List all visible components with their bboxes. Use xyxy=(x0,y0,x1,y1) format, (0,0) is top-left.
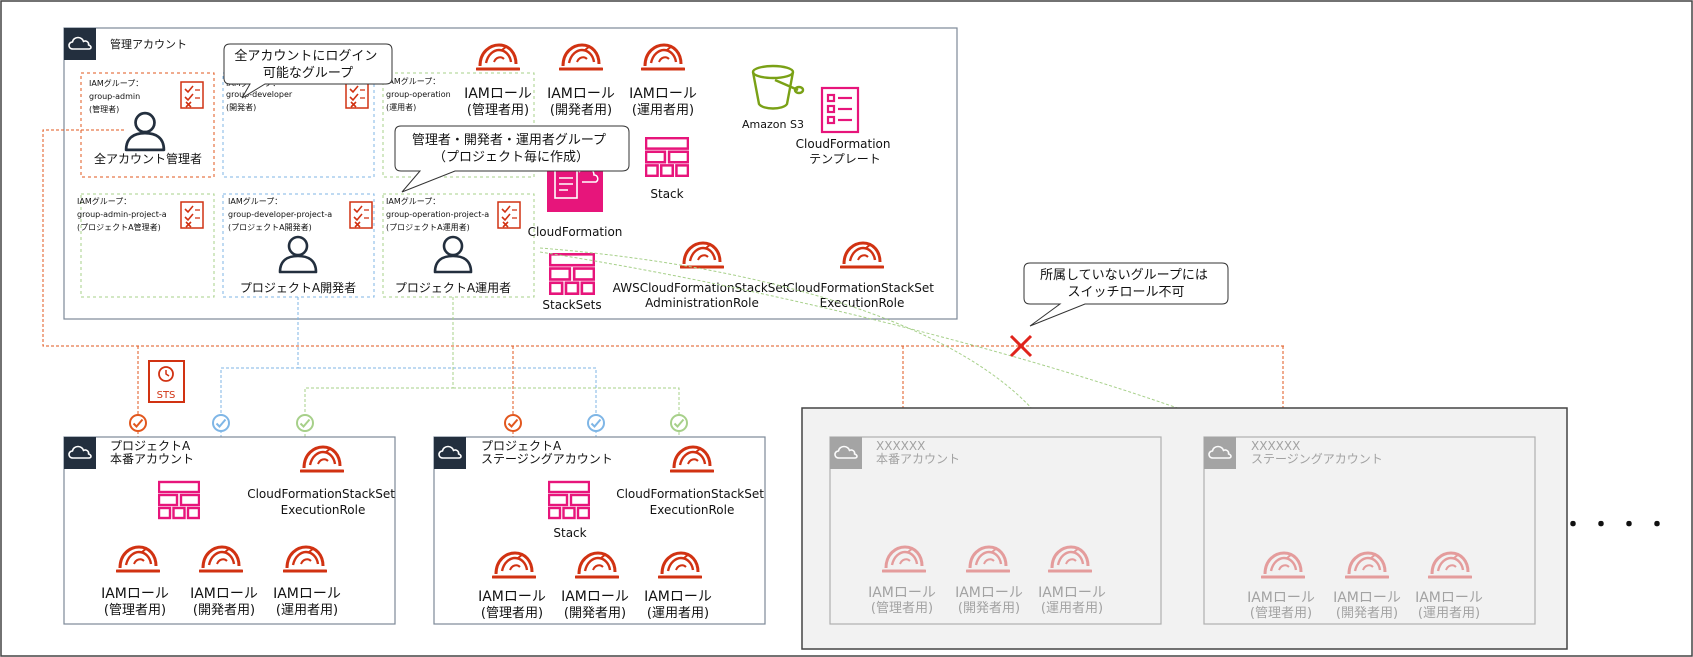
group-admin-user: 全アカウント管理者 xyxy=(94,151,202,166)
cloud-icon xyxy=(830,437,862,469)
xxxxxx-production-account: XXXXXX 本番アカウント IAMロール (管理者用) IAMロール (開発者… xyxy=(829,436,1162,625)
sts-label: STS xyxy=(157,390,176,401)
cfn-template: CloudFormation テンプレート xyxy=(796,86,895,166)
iam-role-sub: (管理者用) xyxy=(481,606,543,621)
deny-cross-icon xyxy=(1009,334,1033,358)
callout-login: 全アカウントにログイン 可能なグループ xyxy=(223,43,393,99)
svg-text:管理者・開発者・運用者グループ （プロジェクト毎: 管理者・開発者・運用者グループ （プロジェクト毎に作成） xyxy=(412,133,610,165)
cfn-template-label: CloudFormation テンプレート xyxy=(796,137,895,166)
policy-icon xyxy=(349,201,373,229)
policy-icon xyxy=(345,81,369,109)
check-icon xyxy=(670,414,688,432)
iam-role-name: IAMロール xyxy=(1333,590,1401,606)
s3-label: Amazon S3 xyxy=(742,118,804,131)
iam-role-sub: (開発者用) xyxy=(193,603,255,618)
svg-text:所属していないグループには スイッチロール不可: 所属していないグループには スイッチロール不可 xyxy=(1040,268,1212,300)
iam-role-name: IAMロール xyxy=(273,586,341,602)
group-admin-project-a-box: IAMグループ： group-admin-project-a (プロジェクトA管… xyxy=(77,193,215,298)
check-icon xyxy=(296,414,314,432)
policy-icon xyxy=(180,81,204,109)
group-admin-project-a-label: IAMグループ： group-admin-project-a (プロジェクトA管… xyxy=(77,196,169,232)
check-icon xyxy=(129,414,147,432)
stack-label: Stack xyxy=(650,187,683,201)
other-accounts-group: XXXXXX 本番アカウント IAMロール (管理者用) IAMロール (開発者… xyxy=(801,407,1568,650)
iam-role-name: IAMロール xyxy=(1247,590,1315,606)
iam-role-name: IAMロール xyxy=(190,586,258,602)
account-title: XXXXXX ステージングアカウント xyxy=(1251,439,1383,466)
svg-text:全アカウントにログイン 可能なグループ: 全アカウントにログイン 可能なグループ xyxy=(234,48,381,81)
check-icon xyxy=(504,414,522,432)
group-operation-project-a-label: IAMグループ： group-operation-project-a (プロジェ… xyxy=(386,196,492,232)
more-accounts-ellipsis: ・・・・ xyxy=(1562,513,1674,538)
group-admin-label: IAMグループ： group-admin (管理者) xyxy=(89,78,146,114)
iam-role-sub: (開発者用) xyxy=(958,601,1020,616)
iam-role-sub: (開発者用) xyxy=(550,103,612,118)
cloud-icon xyxy=(434,437,466,469)
policy-icon xyxy=(180,201,204,229)
check-icon xyxy=(212,414,230,432)
management-iam-roles: IAMロール (管理者用) IAMロール (開発者用) IAMロール (運用者用… xyxy=(464,43,697,118)
sts-icon: STS xyxy=(148,360,185,403)
iam-role-sub: (開発者用) xyxy=(1336,606,1398,621)
iam-role-name: IAMロール xyxy=(629,86,697,102)
iam-role-sub: (運用者用) xyxy=(632,103,694,118)
group-developer-project-a-label: IAMグループ： group-developer-project-a (プロジェ… xyxy=(228,196,335,232)
xxxxxx-staging-account: XXXXXX ステージングアカウント IAMロール (管理者用) IAMロール … xyxy=(1203,436,1536,625)
callout-deny: 所属していないグループには スイッチロール不可 xyxy=(1023,262,1229,327)
iam-role-name: IAMロール xyxy=(1415,590,1483,606)
cloud-icon xyxy=(64,437,96,469)
iam-role-sub: (運用者用) xyxy=(647,606,709,621)
project-a-staging-account: プロジェクトA ステージングアカウント Stack CloudFormation… xyxy=(433,436,768,625)
iam-role-sub: (運用者用) xyxy=(276,603,338,618)
project-a-production-account: プロジェクトA 本番アカウント CloudFormationStackSet E… xyxy=(63,436,399,625)
iam-role-sub: (運用者用) xyxy=(1418,606,1480,621)
stackset-exec-role-label: CloudFormationStackSet ExecutionRole xyxy=(786,281,938,310)
group-operation-label: IAMグループ： group-operation (運用者) xyxy=(386,76,453,112)
iam-role-name: IAMロール xyxy=(644,589,712,605)
group-operation-box: IAMグループ： group-operation (運用者) xyxy=(382,72,535,178)
iam-role-name: IAMロール xyxy=(955,585,1023,601)
iam-role-sub: (管理者用) xyxy=(1250,606,1312,621)
iam-role-sub: (管理者用) xyxy=(467,103,529,118)
template-icon xyxy=(820,86,860,134)
iam-role-name: IAMロール xyxy=(868,585,936,601)
group-operation-project-a-user: プロジェクトA運用者 xyxy=(395,281,511,295)
cloud-icon xyxy=(64,28,96,60)
management-account-title: 管理アカウント xyxy=(110,37,187,51)
account-title: プロジェクトA 本番アカウント xyxy=(110,439,194,466)
check-icon xyxy=(587,414,605,432)
stackset-admin-role-label: AWSCloudFormationStackSet Administration… xyxy=(613,281,792,310)
callout-groups: 管理者・開発者・運用者グループ （プロジェクト毎に作成） xyxy=(394,125,630,193)
group-admin-box: IAMグループ： group-admin (管理者) 全アカウント管理者 xyxy=(80,72,215,178)
iam-role-name: IAMロール xyxy=(101,586,169,602)
iam-role-sub: (管理者用) xyxy=(104,603,166,618)
group-developer-project-a-user: プロジェクトA開発者 xyxy=(240,281,356,295)
iam-role-name: IAMロール xyxy=(547,86,615,102)
iam-role-name: IAMロール xyxy=(478,589,546,605)
iam-role-sub: (運用者用) xyxy=(1041,601,1103,616)
iam-role-name: IAMロール xyxy=(561,589,629,605)
exec-role-label: CloudFormationStackSet ExecutionRole xyxy=(616,487,768,517)
cloud-icon xyxy=(1204,437,1236,469)
policy-icon xyxy=(497,201,521,229)
exec-role-label: CloudFormationStackSet ExecutionRole xyxy=(247,487,399,517)
s3-bucket-icon xyxy=(751,64,805,110)
iam-role-sub: (開発者用) xyxy=(564,606,626,621)
stack-label: Stack xyxy=(553,526,586,540)
group-developer-project-a-box: IAMグループ： group-developer-project-a (プロジェ… xyxy=(222,193,375,298)
s3-bucket: Amazon S3 xyxy=(742,64,805,131)
account-title: XXXXXX 本番アカウント xyxy=(876,439,960,466)
iam-role-name: IAMロール xyxy=(464,86,532,102)
iam-role-name: IAMロール xyxy=(1038,585,1106,601)
account-title: プロジェクトA ステージングアカウント xyxy=(481,439,613,466)
iam-role-sub: (管理者用) xyxy=(871,601,933,616)
stacksets-label: StackSets xyxy=(542,298,601,312)
group-operation-project-a-box: IAMグループ： group-operation-project-a (プロジェ… xyxy=(382,193,535,298)
cloudformation-label: CloudFormation xyxy=(528,225,623,239)
management-account: 管理アカウント xyxy=(63,27,958,320)
